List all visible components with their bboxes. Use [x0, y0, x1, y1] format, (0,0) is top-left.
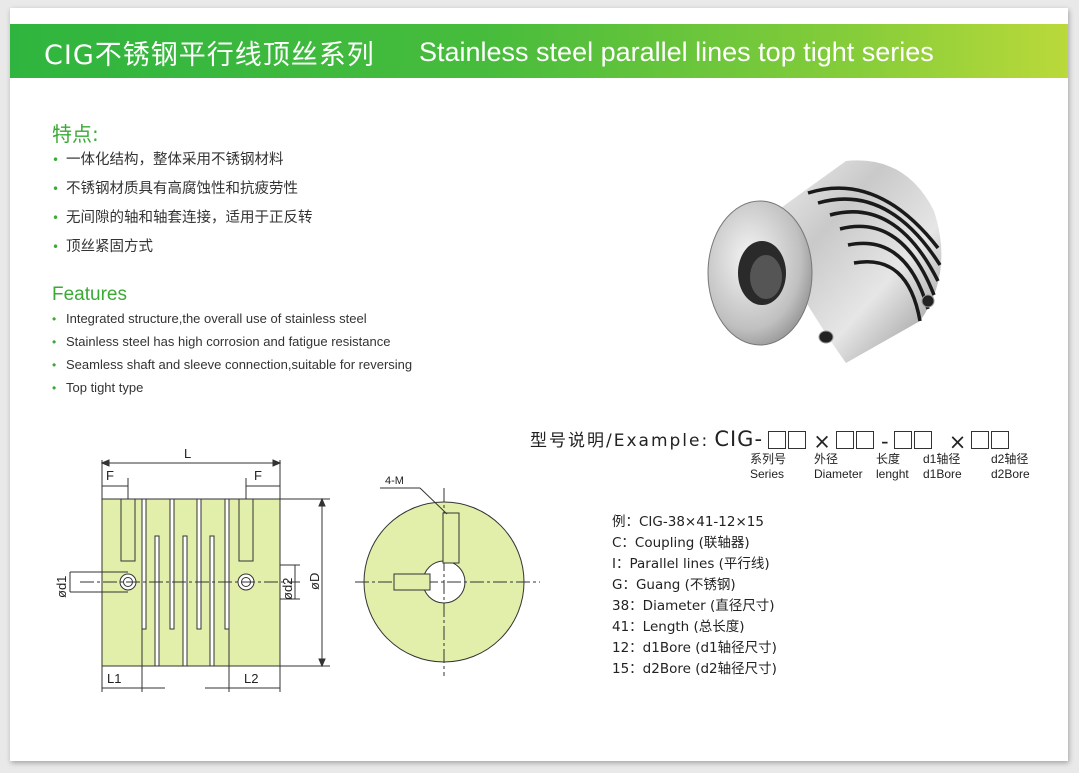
features-en-title: Features: [52, 284, 127, 305]
model-label: 型号说明/Example:: [530, 431, 710, 451]
model-d1-boxes: [893, 430, 934, 450]
features-en-item: Seamless shaft and sleeve connection,sui…: [52, 356, 412, 379]
dim-L: L: [184, 446, 191, 461]
dim-D: øD: [307, 573, 322, 590]
example-line: C：Coupling (联轴器): [612, 535, 750, 551]
model-length-boxes: [835, 430, 876, 450]
features-cn-item: 顶丝紧固方式: [52, 237, 313, 266]
dim-F-left: F: [106, 468, 114, 483]
model-times-sign-2: ×: [948, 429, 967, 454]
model-d2-boxes: [971, 430, 1011, 450]
model-diameter-boxes: [768, 430, 808, 450]
technical-drawing: L F F L1 L2 4-M ød1 ød2 øD: [54, 446, 540, 692]
dim-d1: ød1: [54, 576, 69, 598]
banner-title-en: Stainless steel parallel lines top tight…: [419, 37, 934, 67]
title-banner: CIG不锈钢平行线顶丝系列 Stainless steel parallel l…: [10, 24, 1068, 78]
example-line: 12：d1Bore (d1轴径尺寸): [612, 640, 777, 656]
features-cn-item: 不锈钢材质具有高腐蚀性和抗疲劳性: [52, 179, 313, 208]
example-list: 例：CIG-38×41-12×15 C：Coupling (联轴器) I：Par…: [612, 512, 777, 680]
example-line: 15：d2Bore (d2轴径尺寸): [612, 661, 777, 677]
features-en-item: Integrated structure,the overall use of …: [52, 310, 412, 333]
example-line: 例：CIG-38×41-12×15: [612, 514, 764, 530]
example-line: 38：Diameter (直径尺寸): [612, 598, 775, 614]
features-cn-list: 一体化结构，整体采用不锈钢材料 不锈钢材质具有高腐蚀性和抗疲劳性 无间隙的轴和轴…: [52, 150, 313, 266]
features-cn-title: 特点:: [52, 122, 99, 146]
dim-L2: L2: [244, 671, 258, 686]
banner-title-cn: CIG不锈钢平行线顶丝系列: [44, 40, 375, 71]
dim-L1: L1: [107, 671, 121, 686]
example-line: I：Parallel lines (平行线): [612, 556, 770, 572]
features-en-item: Top tight type: [52, 379, 412, 402]
example-line: 41：Length (总长度): [612, 619, 745, 635]
model-prefix: CIG-: [714, 427, 764, 451]
coupling-photo: [707, 160, 942, 363]
example-line: G：Guang (不锈钢): [612, 577, 736, 593]
model-code-row: 型号说明/Example: CIG- × - ×: [530, 426, 1011, 454]
dim-F-right: F: [254, 468, 262, 483]
model-dash: -: [881, 429, 889, 454]
dim-d2: ød2: [280, 578, 295, 600]
features-cn-item: 一体化结构，整体采用不锈钢材料: [52, 150, 313, 179]
dim-4M: 4-M: [385, 475, 404, 487]
features-en-item: Stainless steel has high corrosion and f…: [52, 333, 412, 356]
features-cn-item: 无间隙的轴和轴套连接，适用于正反转: [52, 208, 313, 237]
features-en-list: Integrated structure,the overall use of …: [52, 310, 412, 402]
model-times-sign: ×: [813, 429, 831, 454]
product-card: CIG不锈钢平行线顶丝系列 Stainless steel parallel l…: [10, 8, 1068, 761]
